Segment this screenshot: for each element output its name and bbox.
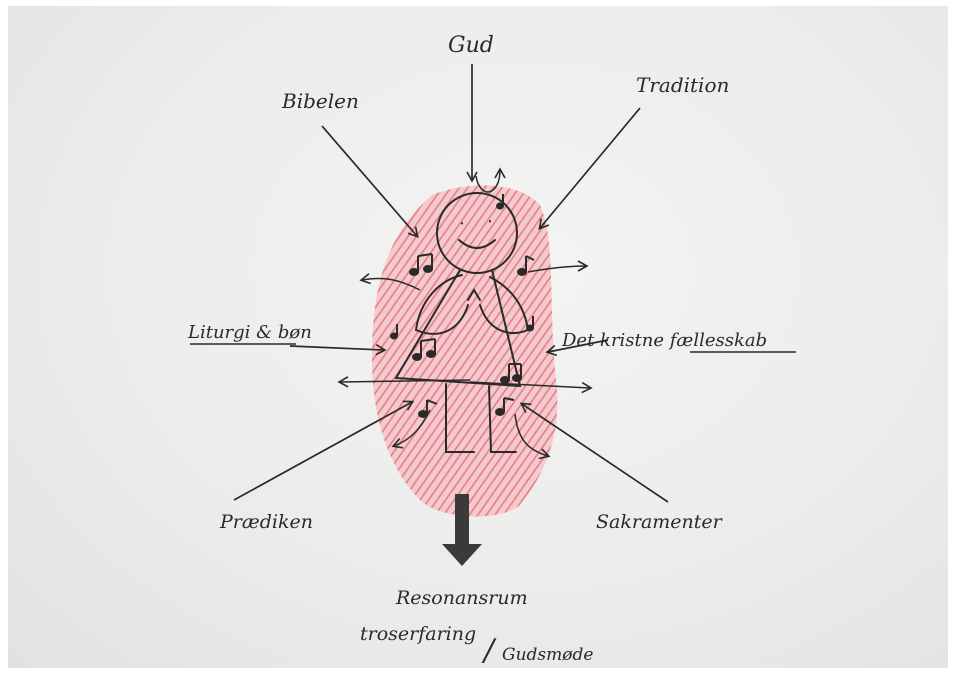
arrow-liturgi	[290, 346, 384, 350]
resonance-field	[372, 185, 557, 516]
arrow-praediken	[234, 402, 412, 500]
label-praediken: Prædiken	[219, 511, 313, 533]
arrow-tradition	[540, 108, 640, 228]
label-slash: /	[481, 633, 497, 668]
arrow-bibelen	[322, 126, 417, 236]
label-gud: Gud	[448, 33, 494, 58]
label-tradition: Tradition	[636, 73, 729, 97]
label-bibelen: Bibelen	[281, 89, 359, 113]
label-resonansrum: Resonansrum	[395, 587, 528, 609]
label-troserfaring: troserfaring	[360, 623, 476, 645]
label-gudsmode: Gudsmøde	[502, 645, 593, 665]
label-faellesskab: Det kristne fællesskab	[561, 330, 767, 351]
label-liturgi: Liturgi & bøn	[187, 322, 312, 343]
label-sakramenter: Sakramenter	[596, 511, 724, 533]
